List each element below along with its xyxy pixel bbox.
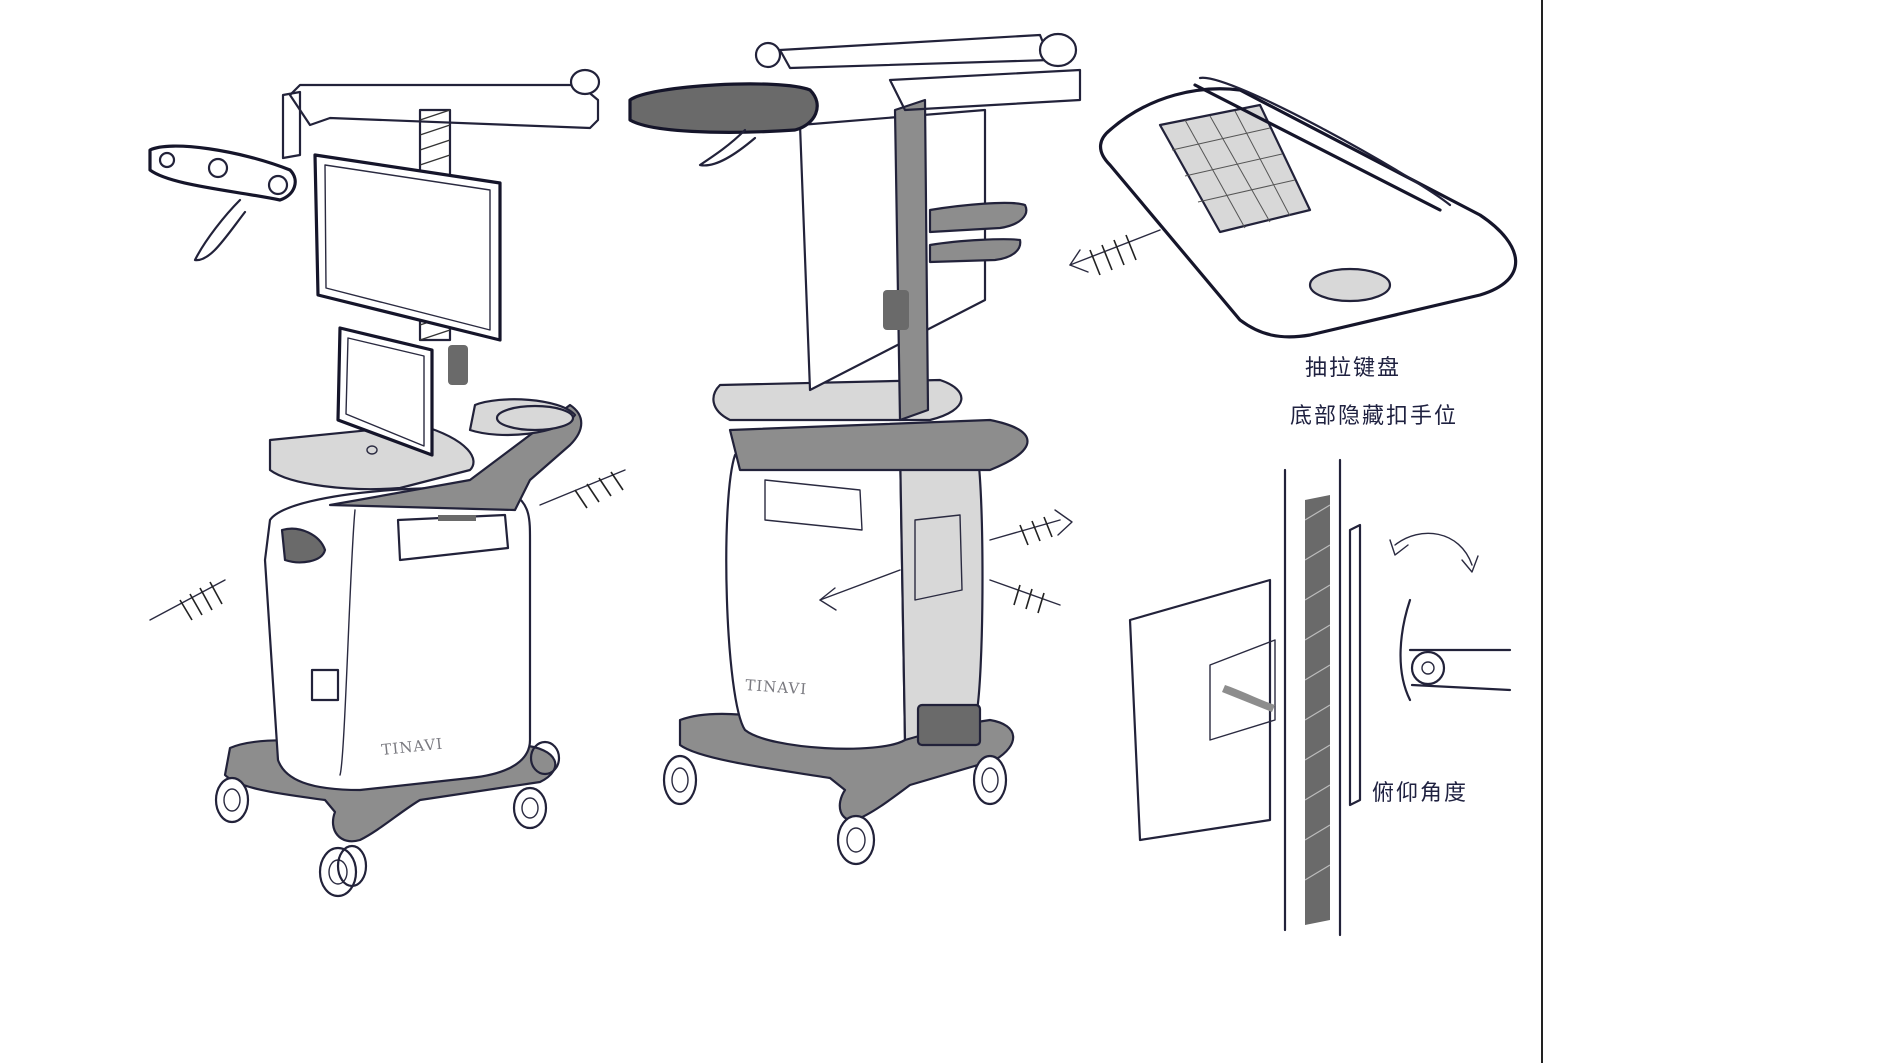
top-arm [888, 68, 1082, 112]
tilt-mount-detail [1128, 458, 1512, 937]
brand-logo-right: TINAVI [745, 676, 808, 698]
rear-panel-window [764, 479, 863, 531]
work-tray [270, 425, 474, 490]
wheel-front-left [214, 776, 250, 824]
service-port [312, 670, 338, 700]
upper-monitor [315, 155, 500, 340]
cart-top [730, 420, 1028, 470]
cart-sketch-rear-view: TINAVI [628, 32, 1082, 866]
front-slot [438, 515, 476, 521]
cart-side-wing [330, 405, 582, 510]
keyboard-keys [1160, 105, 1310, 232]
motion-arrow-right [539, 469, 626, 509]
rotation-arrow-icon [1389, 532, 1479, 573]
note-tilt-angle: 俯仰角度 [1372, 781, 1469, 806]
cart-sketch-front-view: TINAVI [148, 68, 626, 898]
cart-body [726, 436, 905, 749]
top-arm [288, 83, 600, 130]
camera-handle [698, 128, 757, 167]
io-connector-panel [918, 705, 980, 745]
camera-handle [193, 198, 247, 262]
motion-arrow-lower [989, 579, 1061, 614]
wheel-left [662, 754, 698, 806]
monitor-back [800, 110, 985, 390]
cart-side-panel [900, 445, 983, 740]
column-pole [895, 100, 928, 420]
motion-arrow-left [149, 579, 226, 621]
tilt-monitor-panel [1130, 580, 1270, 840]
cup-holder [497, 406, 573, 430]
motion-arrow-right [989, 509, 1073, 546]
wheel-front-right [512, 740, 561, 830]
pole-clamp [883, 290, 909, 330]
note-keyboard-line1: 抽拉键盘 [1305, 356, 1402, 381]
wheel-right [972, 754, 1008, 806]
motion-arrow-inner [819, 569, 901, 611]
cart-body [265, 488, 530, 790]
mount-rail [1305, 495, 1330, 925]
lower-monitor [338, 328, 432, 455]
arm-joint [281, 90, 302, 160]
keyboard-tray-detail [1069, 76, 1518, 339]
wheel-center [836, 814, 876, 866]
hidden-grip-recess [1310, 269, 1390, 301]
pull-out-arrow [1069, 229, 1161, 276]
side-handle-bar [930, 202, 1027, 232]
access-door [914, 514, 963, 601]
wheel-front-center [318, 844, 368, 898]
note-keyboard-line2: 底部隐藏扣手位 [1290, 404, 1459, 429]
pole-clamp [448, 345, 468, 385]
tracking-camera-head [630, 83, 818, 133]
